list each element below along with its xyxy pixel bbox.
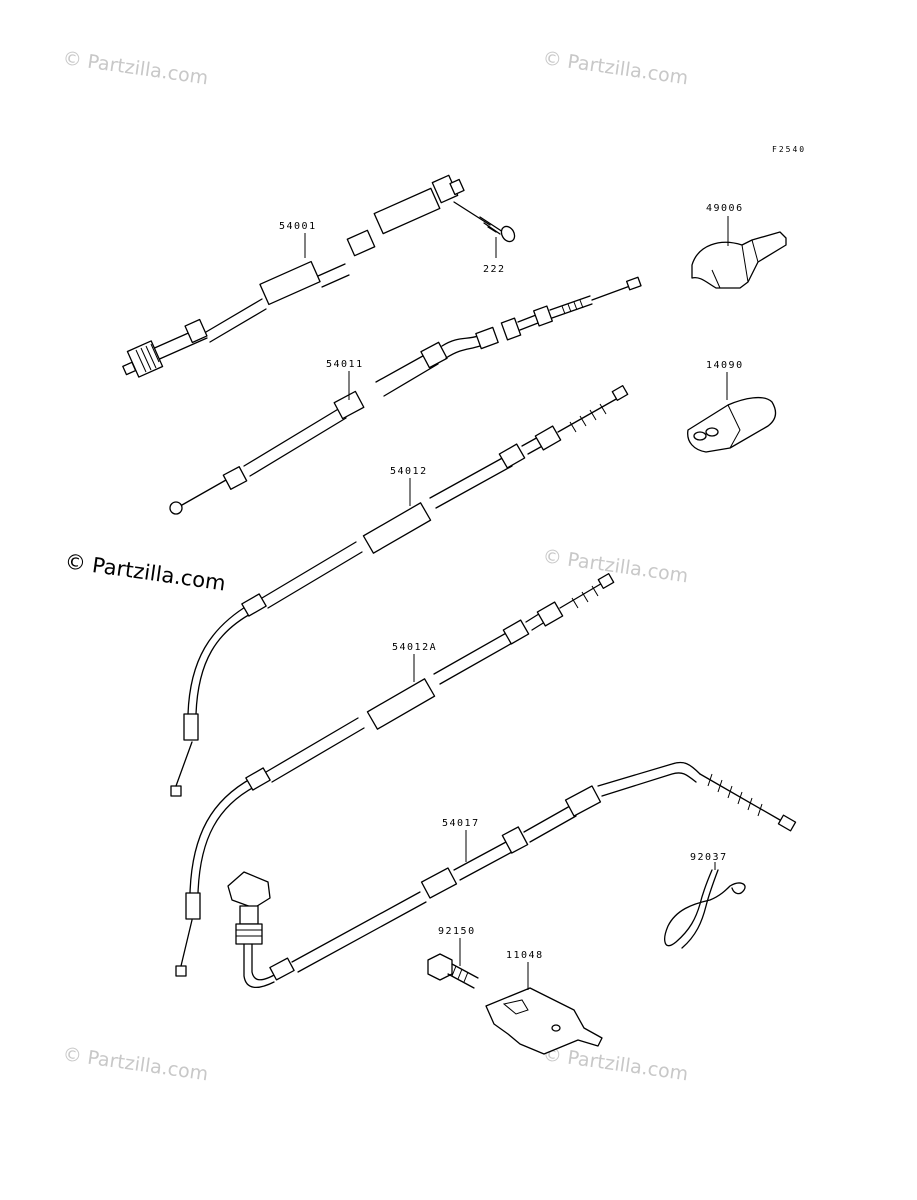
part-label-14090: 14090 — [706, 360, 744, 371]
part-label-11048: 11048 — [506, 950, 544, 961]
part-label-54011: 54011 — [326, 359, 364, 370]
speedometer-cable-54001 — [122, 174, 465, 378]
throttle-cable-54011 — [169, 276, 642, 515]
cap-14090 — [687, 396, 777, 453]
watermark: © Partzilla.com — [61, 47, 209, 89]
bracket-11048 — [485, 987, 603, 1055]
part-label-54012: 54012 — [390, 466, 428, 477]
clamp-92037 — [664, 869, 746, 949]
throttle-cable-54012 — [170, 385, 629, 797]
boot-49006 — [691, 231, 787, 289]
throttle-cable-54012A — [175, 573, 615, 977]
watermark: © Partzilla.com — [541, 47, 689, 89]
watermark: © Partzilla.com — [61, 1043, 209, 1085]
part-label-92037: 92037 — [690, 852, 728, 863]
part-label-54001: 54001 — [279, 221, 317, 232]
watermark: © Partzilla.com — [541, 545, 689, 587]
watermark: © Partzilla.com — [541, 1043, 689, 1085]
part-label-54012A: 54012A — [392, 642, 437, 653]
bolt-92150 — [427, 953, 479, 989]
watermark-featured: © Partzilla.com — [63, 549, 227, 595]
screw-222 — [453, 201, 516, 258]
choke-cable-54017 — [227, 761, 797, 988]
diagram-code: F2540 — [772, 145, 806, 154]
part-label-222: 222 — [483, 264, 506, 275]
part-label-49006: 49006 — [706, 203, 744, 214]
part-label-92150: 92150 — [438, 926, 476, 937]
part-label-54017: 54017 — [442, 818, 480, 829]
